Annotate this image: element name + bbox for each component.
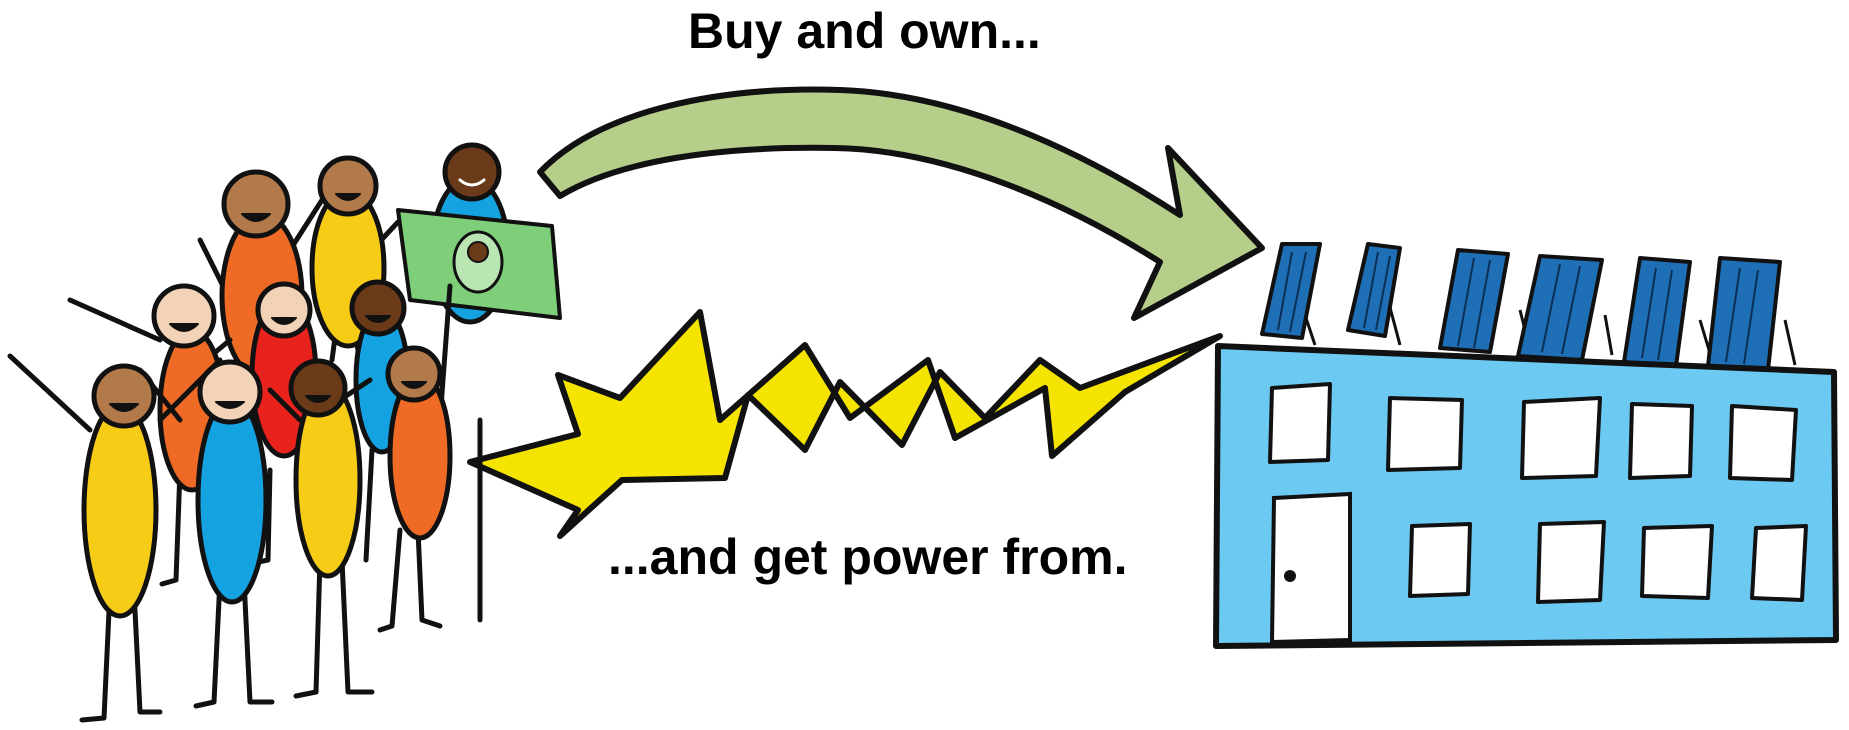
solar-building-icon (1216, 244, 1836, 646)
window (1642, 526, 1712, 598)
lightning-arrow-icon (470, 312, 1220, 536)
solar-panel (1440, 250, 1508, 352)
window (1410, 524, 1470, 596)
solar-panel (1518, 256, 1602, 360)
window (1522, 398, 1600, 478)
people-group-icon (10, 145, 560, 720)
window (1270, 384, 1330, 462)
window (1388, 398, 1462, 470)
door-knob (1284, 570, 1296, 582)
money-arrow-icon (540, 90, 1262, 318)
window (1730, 406, 1796, 480)
solar-panel (1624, 258, 1690, 366)
solar-panel (1708, 258, 1780, 370)
caption-buy-and-own: Buy and own... (688, 6, 1041, 56)
money-bill-icon (398, 210, 560, 318)
caption-get-power: ...and get power from. (608, 532, 1127, 582)
window (1752, 526, 1806, 600)
solar-panel (1348, 244, 1400, 336)
window (1630, 404, 1692, 478)
window (1538, 522, 1604, 602)
building-door (1272, 494, 1350, 642)
